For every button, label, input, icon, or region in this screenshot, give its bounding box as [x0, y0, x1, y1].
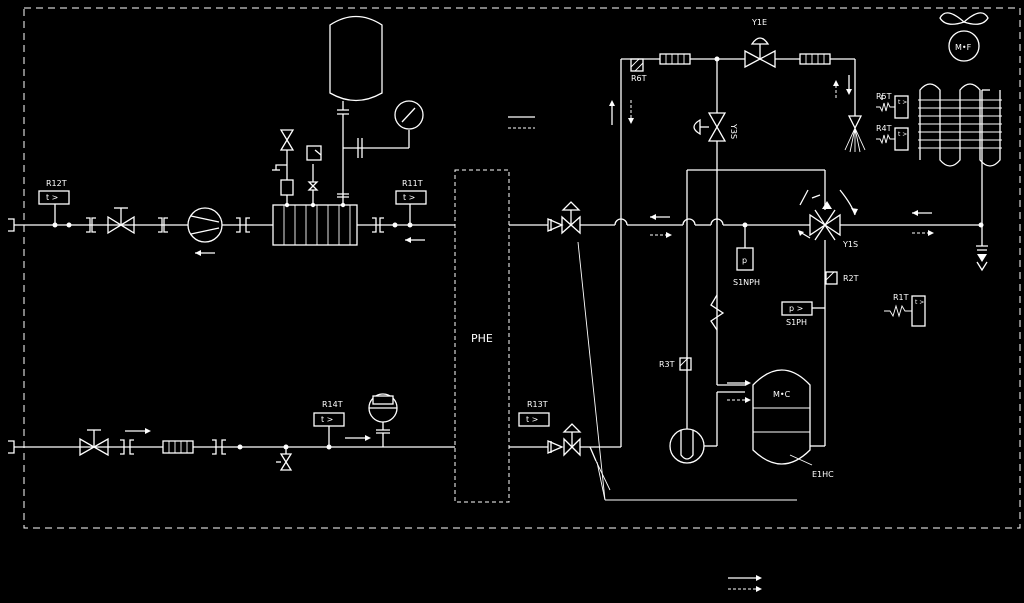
- safety-valve-icon: [272, 129, 295, 205]
- fan-icon: M•F: [939, 12, 989, 62]
- svg-text:S1PH: S1PH: [786, 318, 807, 327]
- unit-boundary: [23, 7, 1021, 529]
- air-purge-icon: [306, 145, 322, 205]
- sensor-R2T: R2T: [825, 271, 859, 285]
- sensor-R1T: t > R1T: [884, 293, 926, 327]
- pressure-gauge-icon: [343, 100, 424, 158]
- sensor-R11T: t > R11T: [395, 179, 427, 205]
- svg-text:R1T: R1T: [893, 293, 909, 302]
- check-valve-bottom-icon: [547, 423, 597, 462]
- sensor-R14T: t > R14T: [313, 400, 345, 427]
- svg-text:t >: t >: [898, 99, 907, 106]
- svg-text:p: p: [742, 256, 747, 265]
- flow-arrows: [609, 75, 934, 403]
- svg-text:t >: t >: [915, 299, 924, 306]
- solenoid-valve-Y3S-icon: Y3S: [693, 112, 738, 142]
- svg-text:t >: t >: [898, 131, 907, 138]
- svg-text:Y1S: Y1S: [842, 240, 858, 249]
- water-inlet-line: [8, 426, 455, 471]
- svg-text:E1HC: E1HC: [812, 470, 834, 479]
- svg-text:R2T: R2T: [843, 274, 859, 283]
- sensor-S1NPH: p S1NPH: [733, 225, 760, 287]
- svg-text:t >: t >: [321, 415, 333, 424]
- svg-text:R14T: R14T: [322, 400, 343, 409]
- check-valve-top-icon: [547, 201, 581, 235]
- sensor-R3T: R3T: [659, 357, 692, 371]
- evaporator-coil: [918, 83, 1002, 167]
- svg-text:Y3S: Y3S: [729, 123, 738, 139]
- expansion-vessel: [329, 15, 383, 205]
- svg-text:R4T: R4T: [876, 124, 892, 133]
- filter-drier-left-icon: [659, 53, 691, 65]
- sensor-R4T: t > R4T: [876, 124, 909, 151]
- svg-text:t >: t >: [46, 193, 58, 202]
- flow-switch-icon: [368, 393, 398, 447]
- svg-text:R13T: R13T: [527, 400, 548, 409]
- svg-text:p >: p >: [789, 304, 803, 313]
- svg-text:M•C: M•C: [773, 390, 791, 399]
- svg-text:M•F: M•F: [955, 43, 972, 52]
- compressor-icon: M•C E1HC: [752, 369, 834, 479]
- accumulator-icon: [669, 391, 745, 464]
- svg-text:R3T: R3T: [659, 360, 675, 369]
- sensor-R5T: t > R5T: [876, 92, 909, 119]
- refrigerant-lines: [509, 56, 990, 501]
- sensor-S1PH: p > S1PH: [781, 301, 825, 327]
- water-filter-icon: [162, 440, 194, 454]
- svg-text:R6T: R6T: [631, 74, 647, 83]
- sensor-R12T: t > R12T: [38, 179, 70, 205]
- svg-text:Y1E: Y1E: [751, 18, 767, 27]
- svg-text:t >: t >: [526, 415, 538, 424]
- expansion-valve-Y1E-icon: Y1E: [744, 18, 776, 69]
- svg-text:R12T: R12T: [46, 179, 67, 188]
- legend: [508, 116, 762, 592]
- four-way-valve-Y1S-icon: Y1S: [798, 189, 858, 249]
- svg-text:S1NPH: S1NPH: [733, 278, 760, 287]
- svg-text:R5T: R5T: [876, 92, 892, 101]
- svg-text:t >: t >: [403, 193, 415, 202]
- water-pump-icon: [187, 207, 223, 243]
- backup-heater: [272, 202, 358, 246]
- sensor-R13T: t > R13T: [518, 400, 550, 427]
- svg-text:PHE: PHE: [471, 332, 493, 345]
- sensor-R6T: R6T: [630, 58, 647, 83]
- distributor-nozzle-icon: [844, 95, 866, 153]
- filter-drier-right-icon: [799, 53, 831, 65]
- water-outlet-line: [8, 204, 455, 256]
- plate-heat-exchanger: PHE: [454, 169, 510, 503]
- svg-text:R11T: R11T: [402, 179, 423, 188]
